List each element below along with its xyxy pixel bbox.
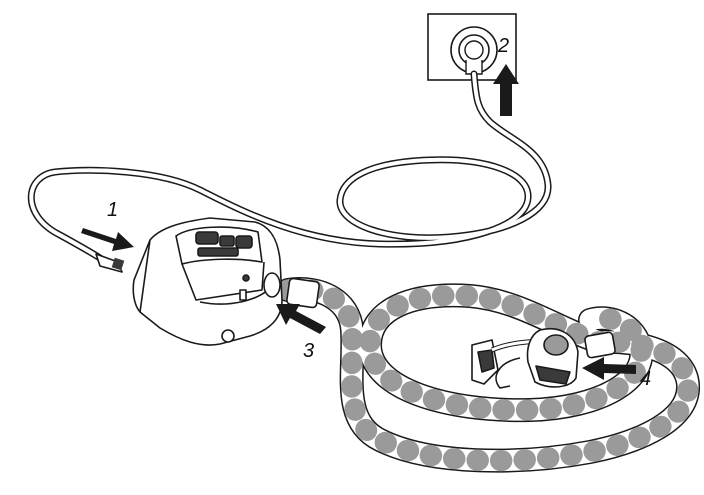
cpap-device-icon [132, 217, 283, 346]
wall-outlet-icon [427, 13, 517, 81]
callout-2: 2 [498, 35, 510, 57]
power-cord-icon [27, 70, 552, 273]
callout-3: 3 [303, 340, 315, 362]
callout-1: 1 [107, 199, 119, 221]
callout-4: 4 [640, 368, 652, 390]
arrow-icon [81, 64, 636, 380]
mask-icon [471, 328, 579, 389]
air-tubing-icon [276, 277, 700, 473]
